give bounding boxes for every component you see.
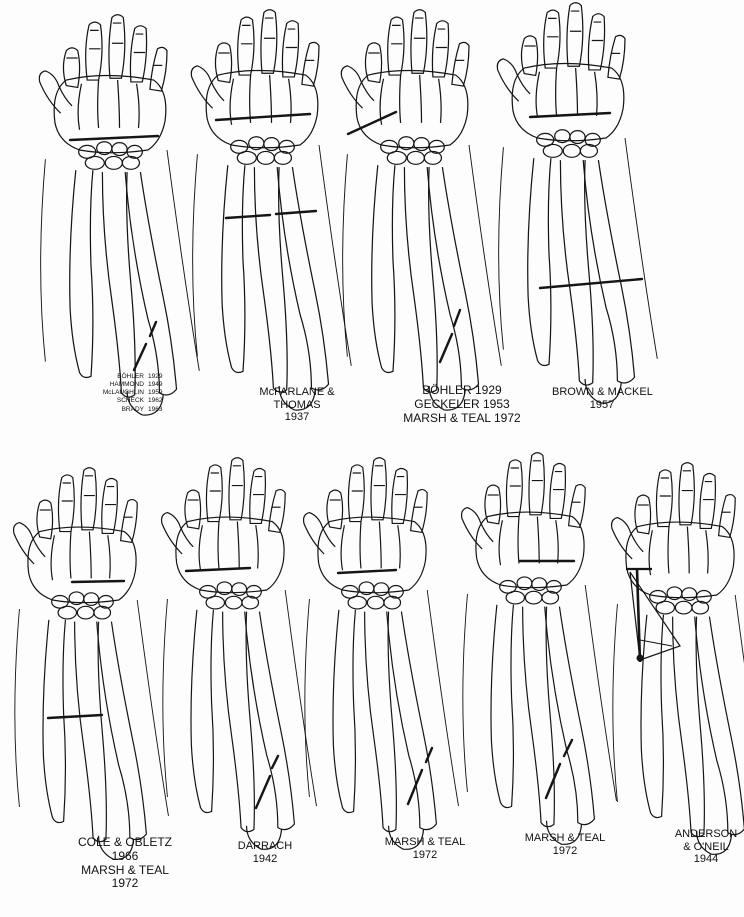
- arm-panel-5: [14, 468, 169, 860]
- panel-7-caption: MARSH & TEAL 1972: [380, 836, 470, 861]
- incision-line: [186, 568, 250, 571]
- incision-line: [338, 570, 396, 573]
- arm-panel-3: [341, 10, 501, 410]
- incision-line: [540, 279, 642, 288]
- incision-line: [134, 344, 146, 370]
- incision-line: [48, 715, 102, 718]
- arm-panel-9: [612, 463, 744, 855]
- panel-2-caption: McFARLANE & THOMAS 1937: [252, 386, 342, 424]
- arm-panel-8: [462, 453, 617, 845]
- incision-line: [256, 776, 270, 808]
- arm-panel-4: [497, 3, 657, 403]
- incision-line: [348, 112, 396, 134]
- panel-9-caption: ANDERSON & O'NEIL 1944: [670, 828, 742, 866]
- incision-line: [454, 310, 460, 326]
- arm-panel-7: [304, 458, 459, 850]
- incision-line: [226, 215, 270, 218]
- panel-4-caption: BROWN & MACKEL 1957: [552, 386, 652, 411]
- incision-line: [546, 764, 560, 798]
- panel-5-caption: COLE & OBLETZ 1966 MARSH & TEAL 1972: [70, 836, 180, 891]
- panel-3-caption: BÖHLER 1929 GECKELER 1953 MARSH & TEAL 1…: [400, 384, 524, 425]
- incision-line: [408, 770, 422, 804]
- arm-panel-2: [191, 10, 351, 410]
- incision-line: [440, 334, 452, 362]
- arm-panel-6: [162, 458, 317, 850]
- arm-panel-1: [39, 15, 199, 415]
- panel-8-caption: MARSH & TEAL 1972: [520, 832, 610, 857]
- anderson-oneil-incision: [626, 569, 680, 662]
- incision-line: [272, 756, 278, 768]
- panel-6-caption: DARRACH 1942: [230, 840, 300, 865]
- incision-line: [530, 113, 610, 117]
- incision-line: [72, 581, 124, 582]
- incision-line: [70, 136, 158, 140]
